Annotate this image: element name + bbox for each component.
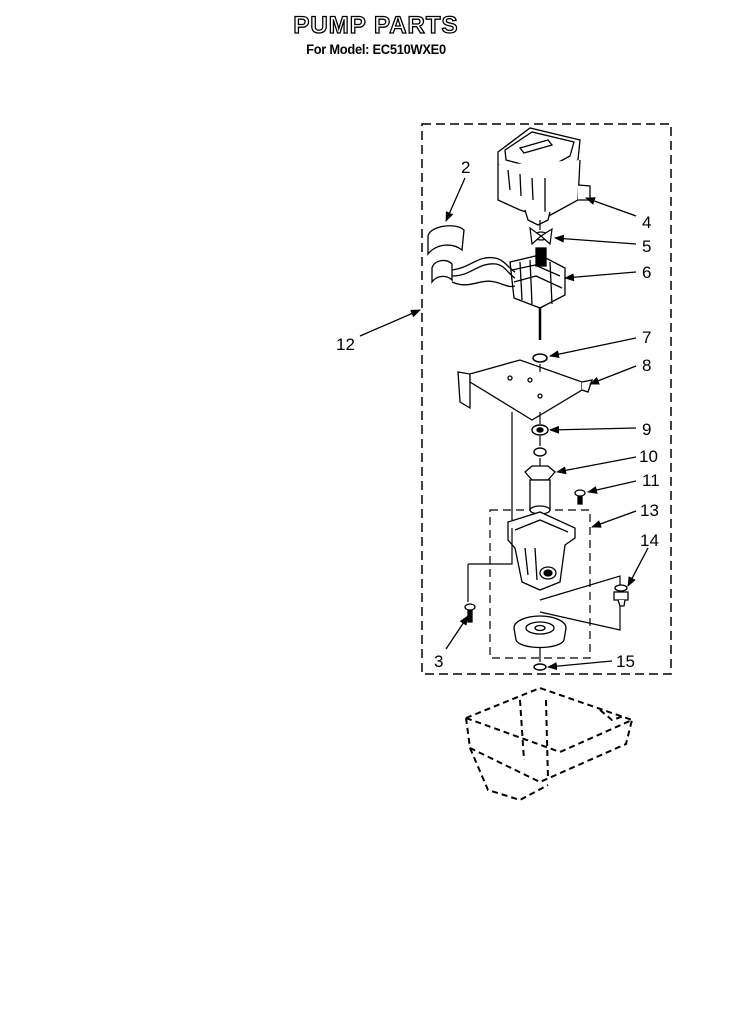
callout-14: 14 bbox=[640, 531, 659, 550]
leader-arrows bbox=[359, 177, 649, 671]
callout-4: 4 bbox=[642, 213, 651, 232]
fan-blade-part bbox=[529, 226, 553, 246]
bracket-part bbox=[457, 359, 593, 421]
pump-assembly-boundary bbox=[421, 123, 672, 675]
callout-15: 15 bbox=[616, 652, 635, 671]
pump-housing-boundary bbox=[489, 509, 591, 659]
callout-13: 13 bbox=[640, 501, 659, 520]
connector-lines bbox=[467, 220, 621, 662]
callout-8: 8 bbox=[642, 356, 651, 375]
washer-part-15 bbox=[533, 663, 547, 671]
impeller-part bbox=[524, 465, 556, 515]
bushing-part bbox=[531, 424, 549, 457]
callout-10: 10 bbox=[639, 447, 658, 466]
capacitor-part bbox=[427, 225, 516, 288]
pump-base-part bbox=[513, 615, 567, 649]
callout-7: 7 bbox=[642, 328, 651, 347]
callout-9: 9 bbox=[642, 420, 651, 439]
callout-3: 3 bbox=[434, 652, 443, 671]
motor-cover-part bbox=[497, 127, 591, 226]
screw-part-11 bbox=[574, 489, 586, 505]
callout-12: 12 bbox=[336, 335, 355, 354]
callout-6: 6 bbox=[642, 263, 651, 282]
callout-2: 2 bbox=[461, 158, 470, 177]
washer-part bbox=[532, 353, 548, 363]
callout-5: 5 bbox=[642, 237, 651, 256]
motor-part bbox=[509, 247, 566, 340]
fitting-part bbox=[613, 584, 629, 607]
pump-housing-part bbox=[507, 511, 576, 591]
page-title: PUMP PARTS bbox=[293, 11, 459, 39]
callout-11: 11 bbox=[642, 471, 660, 490]
model-subtitle: For Model: EC510WXE0 bbox=[306, 41, 446, 57]
cabinet-outline bbox=[463, 686, 635, 802]
